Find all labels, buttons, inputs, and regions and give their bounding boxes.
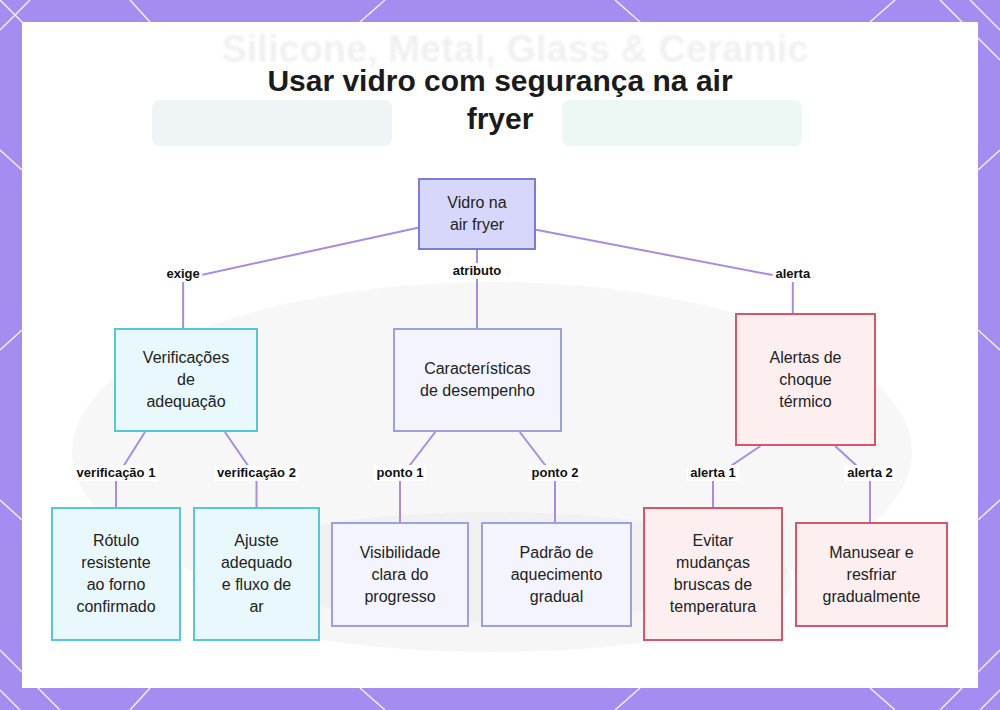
text-stack: Alertas de choque térmico [762,347,849,413]
text-stack: Vidro na air fryer [439,192,515,236]
edge-label: exige [163,266,202,282]
node-label: Características de desempenho [419,358,536,402]
node-label: Evitar mudanças bruscas de temperatura [667,530,759,618]
text-stack: Ajuste adequado e fluxo de ar [216,530,297,618]
concept-box: Evitar mudanças bruscas de temperatura [643,507,783,641]
concept-box: Visibilidade clara do progresso [331,522,469,627]
connector-line [183,228,418,328]
connector-line [476,250,478,328]
node-label: Vidro na air fryer [439,192,515,236]
concept-box: Manusear e resfriar gradualmente [795,522,948,627]
concept-box: Características de desempenho [393,328,562,432]
node-label: Ajuste adequado e fluxo de ar [216,530,297,618]
node-label: Alertas de choque térmico [762,347,849,413]
text-stack: Visibilidade clara do progresso [352,542,448,608]
text-stack: Características de desempenho [419,358,536,402]
edge-label: alerta 1 [687,465,739,481]
text-stack: Rótulo resistente ao forno confirmado [72,530,160,618]
node-label: Padrão de aquecimento gradual [508,542,605,608]
text-stack: Padrão de aquecimento gradual [508,542,605,608]
connector-line [835,446,870,522]
edge-label: verificação 2 [214,465,299,481]
concept-box: Rótulo resistente ao forno confirmado [51,507,181,641]
text-stack: Manusear e resfriar gradualmente [818,542,925,608]
edge-label: ponto 2 [529,465,582,481]
node-label: Rótulo resistente ao forno confirmado [72,530,160,618]
edge-label: verificação 1 [74,465,159,481]
concept-box: Vidro na air fryer [418,178,536,250]
edge-label: atributo [450,263,504,279]
node-label: Visibilidade clara do progresso [352,542,448,608]
edge-label: alerta [772,266,813,282]
text-stack: Verificações de adequação [138,347,234,413]
node-label: Manusear e resfriar gradualmente [818,542,925,608]
edge-label: ponto 1 [374,465,427,481]
diagram-title: Usar vidro com segurança na air fryer [245,62,755,138]
connector-line [536,230,793,313]
concept-box: Verificações de adequação [114,328,258,432]
concept-box: Ajuste adequado e fluxo de ar [193,507,320,641]
node-label: Verificações de adequação [138,347,234,413]
text-stack: Evitar mudanças bruscas de temperatura [667,530,759,618]
concept-box: Padrão de aquecimento gradual [481,522,632,627]
concept-box: Alertas de choque térmico [735,313,876,446]
edge-label: alerta 2 [844,465,896,481]
